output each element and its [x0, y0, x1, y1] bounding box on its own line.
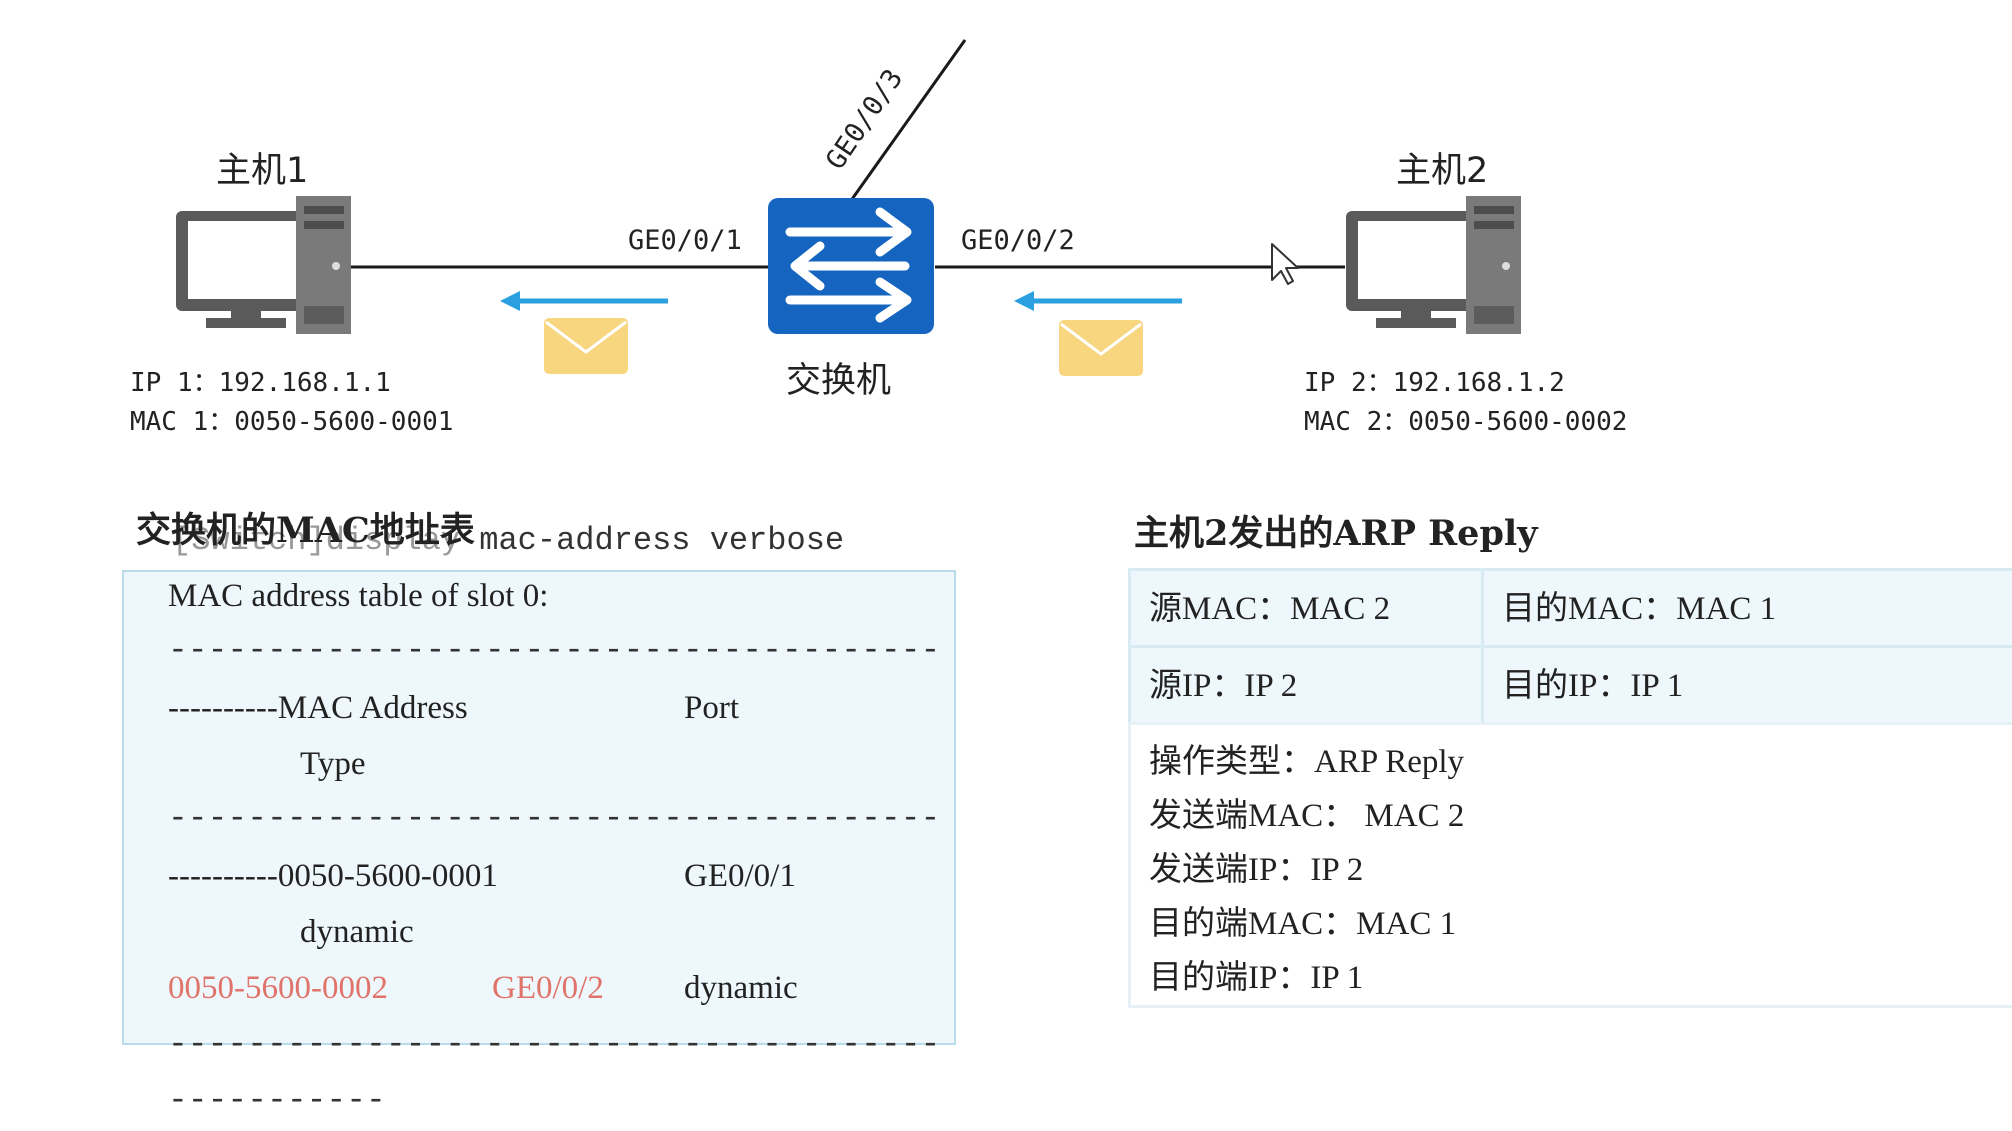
host1-info: IP 1：192.168.1.1 MAC 1：0050-5600-0001 [130, 364, 453, 442]
divider-line: ----------------------------------------… [168, 800, 938, 837]
row1-port: GE0/0/1 [684, 858, 796, 894]
col-type: Type [300, 746, 366, 782]
host2-info: IP 2：192.168.1.2 MAC 2：0050-5600-0002 [1304, 364, 1627, 442]
col-mac-address: ----------MAC Address [168, 690, 468, 726]
envelope-icon [544, 318, 628, 374]
row2-port: GE0/0/2 [492, 970, 604, 1006]
envelope-icon [1059, 320, 1143, 376]
mac-table-title: 交换机的MAC地址表 [136, 510, 475, 551]
switch-icon [768, 198, 934, 334]
arp-dst-ip: 目的IP：IP 1 [1502, 668, 1684, 704]
arp-row-mac: 源MAC：MAC 2 目的MAC：MAC 1 [1128, 568, 2012, 645]
row2-type: dynamic [684, 970, 798, 1006]
arp-src-ip: 源IP：IP 2 [1131, 648, 1484, 722]
command-line: [Switch]display mac-address verbose [172, 522, 844, 559]
computer-icon [1346, 196, 1521, 334]
host1-mac: MAC 1：0050-5600-0001 [130, 407, 454, 437]
divider-tail: ----------- [168, 1082, 386, 1119]
arp-target-ip: 目的端IP：IP 1 [1149, 960, 1364, 996]
host1-ip: IP 1：192.168.1.1 [130, 368, 391, 398]
arrow-left-icon [500, 291, 668, 311]
arp-reply-title: 主机2发出的ARP Reply [1134, 513, 1538, 554]
col-port: Port [684, 690, 740, 726]
arp-reply-body: 操作类型：ARP Reply 发送端MAC： MAC 2 发送端IP：IP 2 … [1128, 722, 2012, 1008]
arp-target-mac: 目的端MAC：MAC 1 [1149, 906, 1457, 942]
command-prefix: [Switch]display [172, 522, 461, 559]
arp-row-ip: 源IP：IP 2 目的IP：IP 1 [1128, 645, 2012, 722]
divider-line: ----------------------------------------… [168, 1026, 938, 1063]
arp-dst-mac: 目的MAC：MAC 1 [1502, 591, 1777, 627]
port-ge002-label: GE0/0/2 [961, 225, 1075, 256]
row1-type: dynamic [300, 914, 414, 950]
host2-label: 主机2 [1396, 151, 1489, 191]
arp-sender-ip: 发送端IP：IP 2 [1149, 852, 1364, 888]
link-ge003 [848, 39, 967, 203]
mac-table-panel [122, 570, 956, 1045]
arp-op-type: 操作类型：ARP Reply [1149, 744, 1465, 780]
command-text: mac-address verbose [460, 522, 845, 559]
port-ge001-label: GE0/0/1 [628, 225, 742, 256]
mac-table-header: MAC address table of slot 0: [168, 578, 549, 614]
computer-icon [176, 196, 351, 334]
arp-src-mac: 源MAC：MAC 2 [1131, 571, 1484, 645]
arp-sender-mac: 发送端MAC： MAC 2 [1149, 798, 1465, 834]
arrow-left-icon [1014, 291, 1182, 311]
row2-mac: 0050-5600-0002 [168, 970, 388, 1006]
host2-ip: IP 2：192.168.1.2 [1304, 368, 1565, 398]
host2-mac: MAC 2：0050-5600-0002 [1304, 407, 1628, 437]
divider-line: ----------------------------------------… [168, 632, 938, 669]
arp-reply-table: 源MAC：MAC 2 目的MAC：MAC 1 源IP：IP 2 目的IP：IP … [1128, 568, 2012, 1008]
switch-label: 交换机 [786, 361, 892, 401]
row1-mac: ----------0050-5600-0001 [168, 858, 498, 894]
cursor-icon [1271, 243, 1299, 285]
host1-label: 主机1 [216, 151, 309, 191]
